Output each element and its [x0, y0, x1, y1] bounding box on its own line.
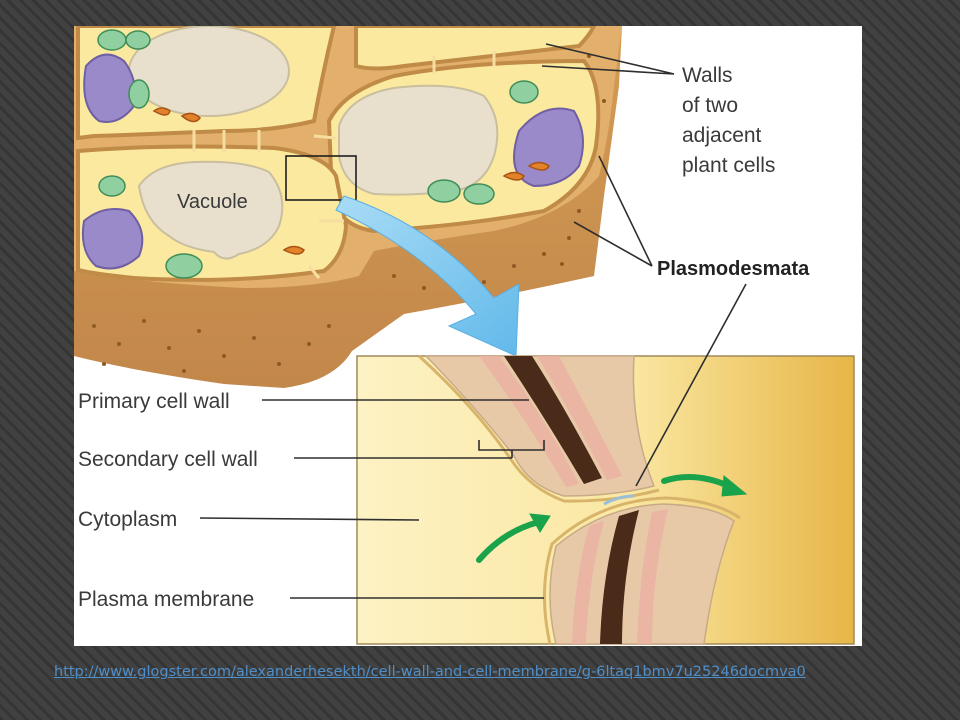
walls-label-line-3: adjacent [682, 124, 762, 147]
mitochondrion-3 [502, 171, 525, 181]
plant-cell-diagram: Vacuole [74, 26, 855, 645]
flow-arrow-left [476, 519, 542, 563]
walls-label-line-2: of two [682, 94, 738, 117]
cytoplasm-label: Cytoplasm [78, 508, 177, 531]
vacuole-upper-left [128, 26, 290, 117]
cell-cluster [74, 26, 622, 388]
nucleus-upper-left [83, 53, 137, 123]
vacuole-lower-left [137, 160, 284, 260]
secondary-cell-wall-label: Secondary cell wall [78, 448, 258, 471]
mitochondrion-2 [180, 112, 201, 123]
walls-label-line-4: plant cells [682, 154, 775, 177]
mitochondrion-4 [527, 161, 550, 171]
primary-cell-wall-label: Primary cell wall [78, 390, 230, 413]
zoom-box [285, 155, 357, 201]
cytoplasm-leader [199, 517, 420, 521]
flow-arrow-right-head [721, 475, 748, 497]
vacuole-right [338, 84, 499, 196]
mitochondrion-5 [282, 245, 305, 255]
plasma-membrane-label: Plasma membrane [78, 588, 254, 611]
plasmodesmata-channels [192, 51, 496, 279]
detail-secondary-upper-a [479, 356, 579, 487]
walls-label: Walls of two adjacent plant cells [682, 64, 775, 177]
detail-channel [603, 494, 635, 506]
chloroplast-7 [98, 175, 126, 197]
chloroplast-5 [427, 179, 461, 203]
secondary-wall-bracket [478, 440, 545, 458]
chloroplast-4 [509, 80, 539, 104]
source-link[interactable]: http://www.glogster.com/alexanderhesekth… [54, 664, 806, 680]
nucleus-lower-left [81, 208, 144, 270]
detail-middle-lamella-lower [600, 510, 639, 644]
vacuole-label: Vacuole [177, 191, 248, 213]
chloroplast-3 [128, 79, 150, 109]
zoom-arrow [335, 195, 520, 357]
chloroplast-2 [125, 30, 151, 50]
plasmodesmata-label: Plasmodesmata [657, 258, 810, 280]
detail-secondary-lower-a [572, 521, 604, 644]
detail-middle-lamella-upper [504, 356, 602, 484]
flow-arrow-left-head [529, 513, 551, 533]
walls-label-line-1: Walls [682, 64, 733, 87]
detail-secondary-lower-b [637, 509, 668, 644]
detail-plasma-membrane-lower [542, 496, 741, 645]
chloroplast-8 [165, 253, 203, 279]
flow-arrows [476, 474, 748, 563]
walls-leader [541, 43, 675, 75]
detail-inset [356, 354, 855, 645]
chloroplast-1 [97, 29, 127, 51]
detail-secondary-upper-b [537, 356, 622, 480]
mitochondrion-1 [152, 107, 171, 116]
flow-arrow-right [661, 474, 732, 489]
chloroplast-6 [463, 183, 495, 205]
plasmodesmata-leader [573, 155, 747, 487]
diagram-panel: Vacuole [74, 26, 862, 646]
